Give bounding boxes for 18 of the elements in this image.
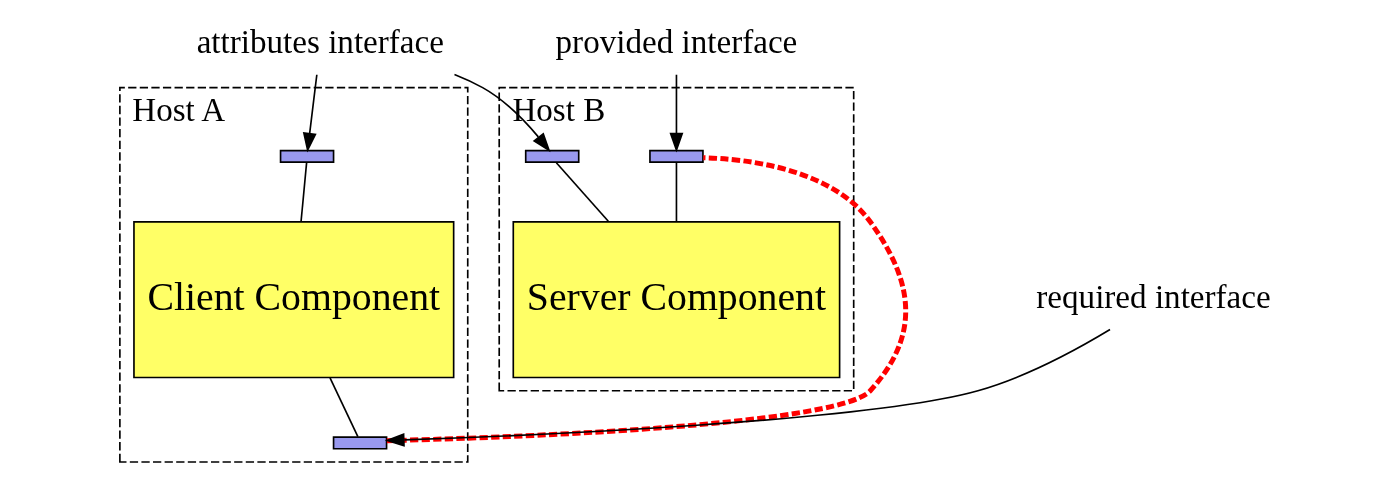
node-box: Client Component <box>132 221 454 379</box>
connector <box>299 161 307 223</box>
node-bar <box>332 436 387 450</box>
node-text: attributes interface <box>196 22 444 60</box>
node-bar <box>279 149 334 163</box>
arrow <box>453 73 551 153</box>
arrow <box>668 73 683 153</box>
connector <box>675 161 677 223</box>
node-bar <box>648 149 704 163</box>
node-box: Server Component <box>511 221 840 379</box>
connector <box>386 155 908 444</box>
arrow <box>302 73 318 153</box>
arrow <box>384 328 1111 447</box>
connector <box>328 377 359 438</box>
node-text: provided interface <box>555 22 797 60</box>
node-text: required interface <box>1035 277 1271 315</box>
connector <box>555 161 609 223</box>
node-bar <box>524 149 580 163</box>
